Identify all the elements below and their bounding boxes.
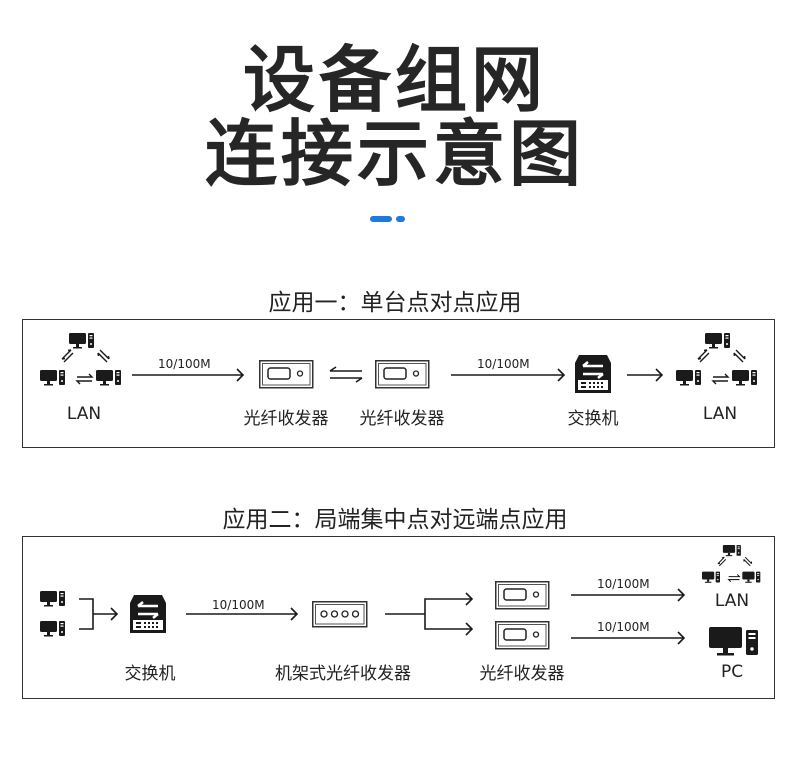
app1-title: 应用一：单台点对点应用 bbox=[268, 290, 522, 316]
fiber-transceiver-icon bbox=[495, 621, 550, 650]
app2-node-label-switch: 交换机 bbox=[124, 664, 176, 684]
switch-icon bbox=[128, 593, 168, 635]
split-arrow bbox=[385, 592, 474, 636]
page-title-line1: 设备组网 bbox=[242, 38, 547, 122]
app2-speed-label-2: 10/100M bbox=[212, 598, 265, 612]
pc-pair-icon bbox=[40, 591, 65, 637]
app2-link-2-arrow bbox=[186, 607, 299, 621]
accent-dot bbox=[396, 216, 405, 222]
app1-link-1-arrow bbox=[132, 368, 245, 382]
bidirectional-arrow-icon bbox=[329, 366, 363, 383]
app1-node-label-lan: LAN bbox=[66, 404, 102, 424]
accent-bar bbox=[370, 216, 392, 222]
app2-speed-label-4: 10/100M bbox=[597, 577, 650, 591]
app1-node-label-transceiver-1: 光纤收发器 bbox=[243, 409, 329, 429]
app1-node-label-lan-2: LAN bbox=[702, 404, 738, 424]
app1-speed-label-3: 10/100M bbox=[477, 357, 530, 371]
app2-link-4-arrow bbox=[571, 588, 686, 602]
app1-link-4-arrow bbox=[627, 368, 664, 382]
pc-icon bbox=[709, 627, 758, 656]
fiber-transceiver-icon bbox=[495, 581, 550, 610]
rack-transceiver-icon bbox=[312, 601, 368, 628]
app2-node-label-pc: PC bbox=[720, 662, 744, 682]
app2-speed-label-5: 10/100M bbox=[597, 620, 650, 634]
app2-node-label-rack-transceiver: 机架式光纤收发器 bbox=[275, 664, 411, 684]
merge-arrow bbox=[79, 598, 119, 630]
app1-link-3-arrow bbox=[451, 368, 566, 382]
app2-link-5-arrow bbox=[571, 631, 686, 645]
page-title-line2: 连接示意图 bbox=[204, 112, 585, 196]
lan-network-icon bbox=[702, 545, 760, 583]
app2-title: 应用二：局端集中点对远端点应用 bbox=[222, 507, 568, 533]
app1-node-label-switch: 交换机 bbox=[567, 409, 619, 429]
app2-node-label-transceiver: 光纤收发器 bbox=[479, 664, 565, 684]
app1-node-label-transceiver-2: 光纤收发器 bbox=[359, 409, 445, 429]
app2-node-label-lan: LAN bbox=[714, 591, 750, 611]
app1-speed-label-1: 10/100M bbox=[158, 357, 211, 371]
